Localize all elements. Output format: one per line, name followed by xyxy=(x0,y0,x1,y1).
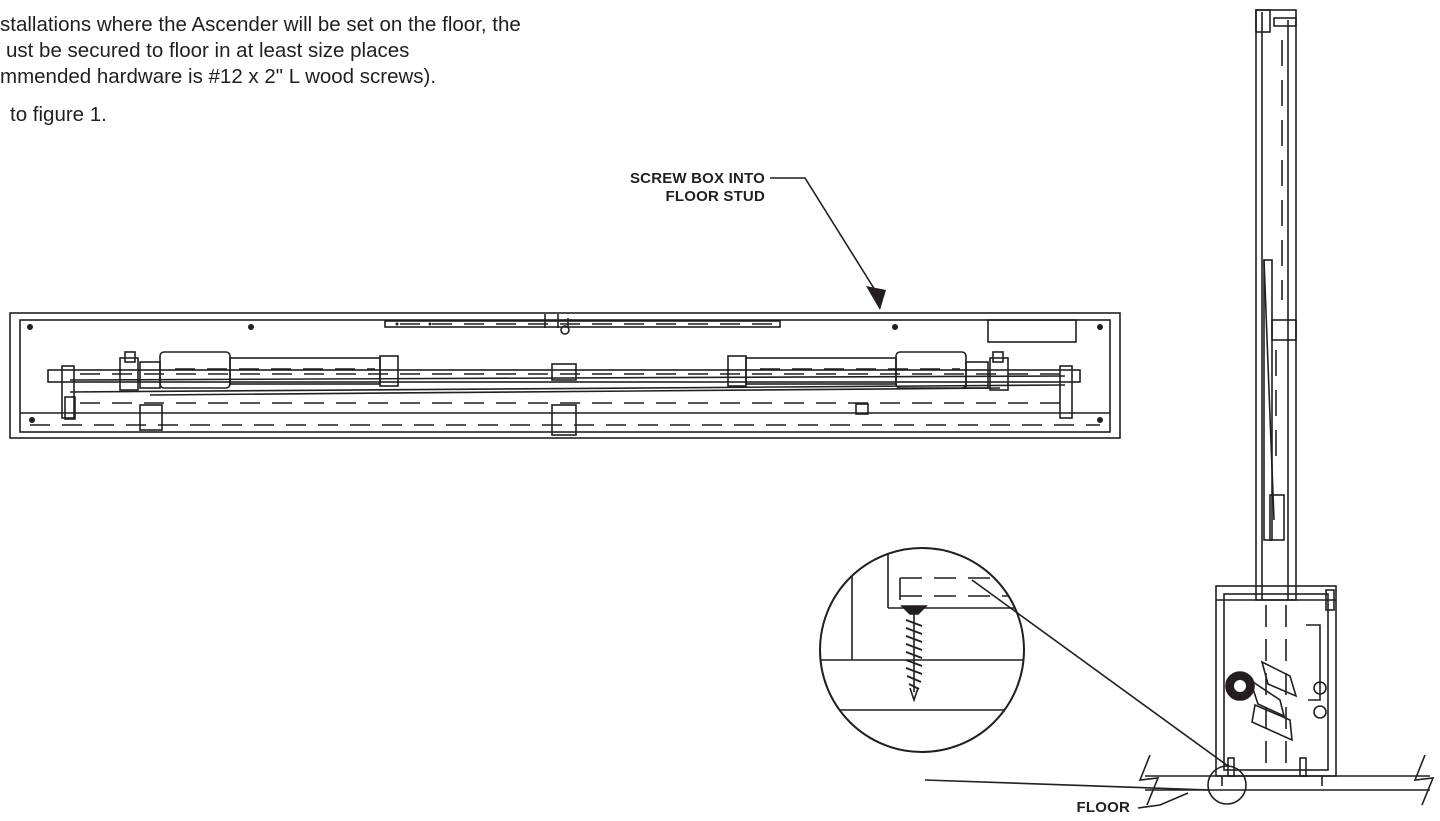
detail-marker xyxy=(1207,765,1247,805)
instruction-line-2: ust be secured to floor in at least size… xyxy=(6,39,410,62)
figure-reference: to figure 1. xyxy=(10,103,107,126)
box-side-view xyxy=(1215,9,1337,786)
screw-callout-line-1: SCREW BOX INTO xyxy=(630,170,765,187)
screw-holes xyxy=(27,322,1103,423)
floor-callout-leader xyxy=(1137,792,1189,809)
instruction-text: stallations where the Ascender will be s… xyxy=(0,12,740,128)
screw-callout-line-2: FLOOR STUD xyxy=(666,188,766,205)
box-top-view xyxy=(9,312,1121,439)
screw-callout-leader xyxy=(770,177,886,310)
detail-projection-lower xyxy=(924,779,1211,791)
instruction-line-1: stallations where the Ascender will be s… xyxy=(0,13,521,36)
screw-detail-view xyxy=(819,547,1025,753)
floor-section xyxy=(1138,754,1435,806)
instruction-line-3: mmended hardware is #12 x 2" L wood scre… xyxy=(0,65,437,88)
detail-projection-upper xyxy=(971,579,1229,767)
floor-callout: FLOOR xyxy=(1077,799,1131,816)
